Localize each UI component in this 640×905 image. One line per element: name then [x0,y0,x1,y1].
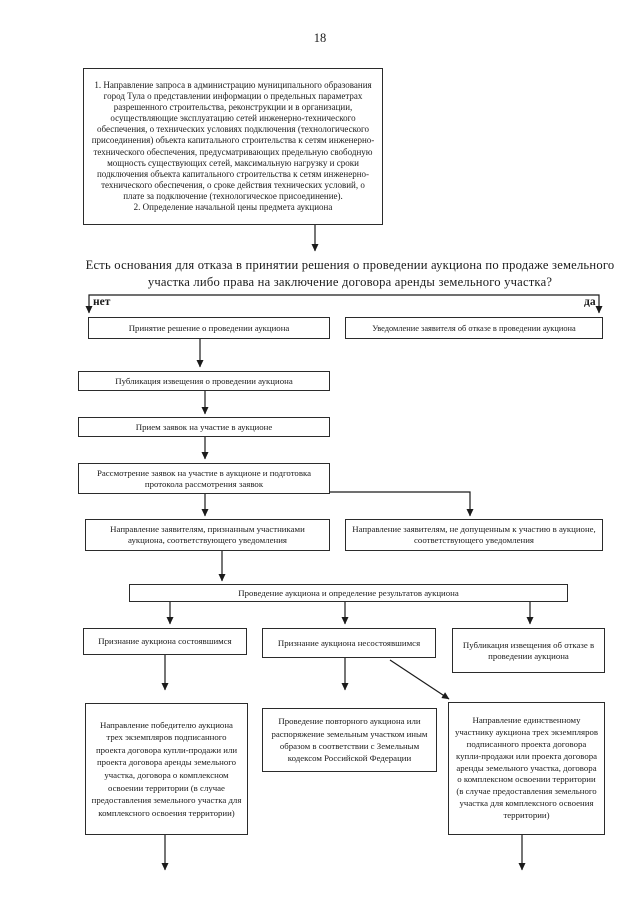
arrow-failed-to-sole [389,659,450,700]
flow-node-start-request: 1. Направление запроса в администрацию м… [83,68,383,225]
flow-node-auction-failed: Признание аукциона несостоявшимся [262,628,436,658]
flow-node-review-bids: Рассмотрение заявок на участие в аукцион… [78,463,330,494]
branch-label-no: нет [93,296,111,308]
arrow-branch-no [85,294,345,314]
flow-node-conduct-auction: Проведение аукциона и определение резуль… [129,584,568,602]
decision-question: Есть основания для отказа в принятии реш… [85,258,615,289]
flow-node-publish-refusal: Публикация извещения об отказе в проведе… [452,628,605,673]
page-number: 18 [313,31,327,45]
flow-node-notify-admitted: Направление заявителям, признанным участ… [85,519,330,551]
branch-label-yes: да [584,296,596,308]
flow-node-refusal-notice: Уведомление заявителя об отказе в провед… [345,317,603,339]
flow-node-auction-held: Признание аукциона состоявшимся [83,628,247,655]
flow-node-decide-hold-auction: Принятие решение о проведении аукциона [88,317,330,339]
flow-node-notify-rejected: Направление заявителям, не допущенным к … [345,519,603,551]
flow-node-repeat-auction: Проведение повторного аукциона или распо… [262,708,437,772]
flow-node-accept-bids: Прием заявок на участие в аукционе [78,417,330,437]
flow-node-send-contract-sole-participant: Направление единственному участнику аукц… [448,702,605,835]
arrow-branch-yes [345,294,603,314]
flow-node-send-contract-winner: Направление победителю аукциона трех экз… [85,703,248,835]
arrow-review-to-rejected [330,491,474,517]
flow-node-publish-notice: Публикация извещения о проведении аукцио… [78,371,330,391]
